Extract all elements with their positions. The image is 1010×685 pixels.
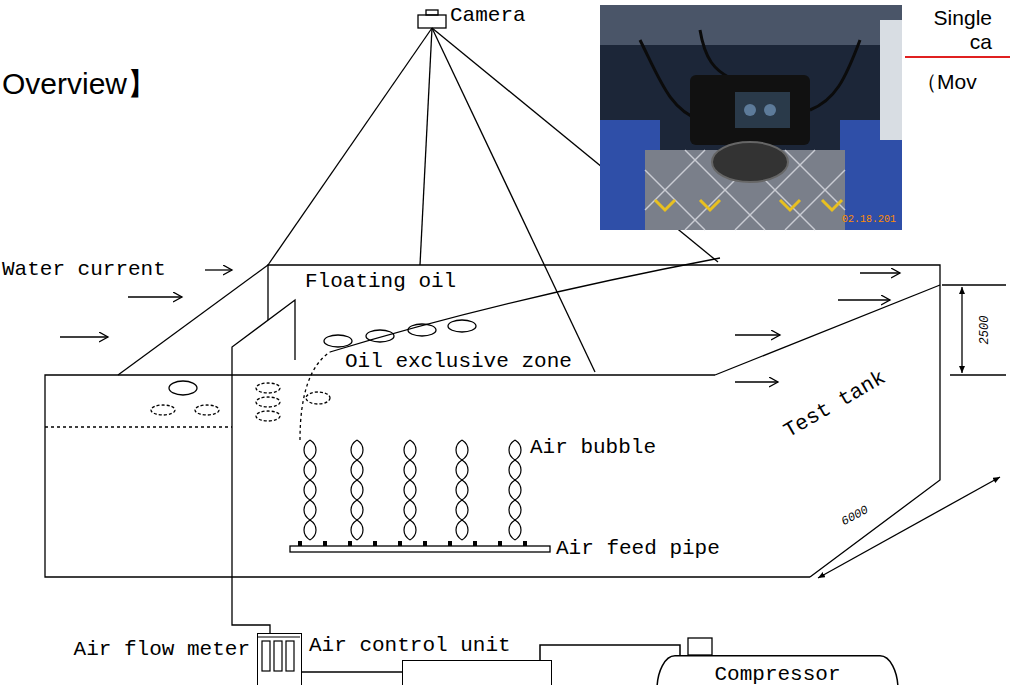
submerged-oil-drop bbox=[195, 405, 219, 415]
oil-label: Floating oil bbox=[305, 272, 456, 292]
current-arrow bbox=[735, 381, 778, 382]
node-label: Compressor bbox=[657, 665, 898, 685]
air-nozzles bbox=[298, 541, 527, 546]
water-surface bbox=[45, 426, 232, 427]
flow-meter-tube bbox=[262, 641, 270, 671]
camera-symbol bbox=[418, 15, 446, 28]
zone-label: Oil exclusive zone bbox=[345, 352, 572, 372]
tank-edge bbox=[118, 265, 268, 375]
partition-wall bbox=[232, 300, 295, 633]
photo-camera-dial bbox=[764, 104, 776, 116]
compressor-valve bbox=[688, 638, 712, 655]
current-arrow bbox=[205, 269, 232, 270]
air-feed-pipe bbox=[290, 546, 550, 552]
photo-ground bbox=[600, 5, 902, 230]
camera-photo bbox=[600, 5, 902, 230]
submerged-oil-drop bbox=[256, 411, 280, 421]
flow-meter-header bbox=[258, 636, 300, 637]
nozzle bbox=[298, 541, 302, 546]
nozzle bbox=[523, 541, 527, 546]
pipe-label: Air feed pipe bbox=[556, 539, 720, 559]
current-arrow bbox=[60, 336, 108, 337]
nozzle bbox=[498, 541, 502, 546]
submerged-oil-drop bbox=[256, 383, 280, 393]
dimension-tick bbox=[942, 284, 1006, 285]
control-unit-box: Air control unit bbox=[402, 660, 552, 685]
nozzle bbox=[473, 541, 477, 546]
photo-camera-screen bbox=[735, 92, 790, 128]
current-arrow bbox=[838, 299, 890, 300]
nozzle bbox=[348, 541, 352, 546]
compressor-tank: Compressor bbox=[657, 655, 898, 685]
heading-rule bbox=[905, 56, 1010, 58]
flow-meter-tube bbox=[274, 641, 282, 671]
nozzle bbox=[373, 541, 377, 546]
camera-view-line bbox=[268, 28, 432, 265]
tank-front-face bbox=[45, 375, 810, 577]
flow-meter-tube bbox=[286, 641, 294, 671]
submerged-oil-drop bbox=[306, 392, 330, 404]
photo-camera-body bbox=[690, 75, 810, 145]
tank-side-face bbox=[810, 285, 940, 577]
current-arrow bbox=[128, 296, 182, 297]
oil-drop bbox=[324, 335, 352, 347]
bubble-label: Air bubble bbox=[530, 438, 656, 458]
photo-caption: （Mov bbox=[916, 70, 977, 94]
node-label: Air control unit bbox=[309, 636, 511, 656]
oil-zone-boundary bbox=[300, 352, 330, 440]
dimension-line bbox=[961, 287, 962, 373]
air-bubble-column bbox=[351, 440, 363, 540]
tank-edge bbox=[715, 285, 940, 375]
nozzle bbox=[398, 541, 402, 546]
nozzle bbox=[323, 541, 327, 546]
photo-timestamp: 02.18.201 bbox=[842, 214, 896, 226]
camera-view-line bbox=[420, 28, 432, 265]
flow-label: Water current bbox=[2, 260, 166, 280]
node-label: Air flow meter bbox=[74, 640, 250, 660]
connector-line bbox=[302, 671, 402, 673]
photo-floor-marks bbox=[655, 200, 842, 210]
flow-meter-box: Air flow meter bbox=[257, 633, 302, 685]
submerged-oil-drop bbox=[256, 397, 280, 407]
flow-meter-tubes bbox=[258, 634, 300, 685]
dimension-label: 2500 bbox=[978, 316, 992, 345]
oil-drop bbox=[366, 330, 394, 342]
air-bubble-column bbox=[509, 440, 521, 540]
air-bubble-column bbox=[304, 440, 316, 540]
submerged-oil-drop bbox=[151, 405, 175, 415]
page-heading: Overview】 bbox=[2, 66, 157, 102]
air-bubble-column bbox=[404, 440, 416, 540]
photo-camera-lens bbox=[712, 142, 788, 182]
photo-caption: Single ca bbox=[922, 6, 992, 54]
nozzle bbox=[448, 541, 452, 546]
dimension-line bbox=[818, 477, 1000, 578]
camera-symbol bbox=[426, 10, 438, 15]
photo-rig bbox=[600, 5, 902, 45]
oil-drop bbox=[169, 381, 197, 395]
compressor-outline bbox=[657, 656, 898, 685]
camera-label: Camera bbox=[450, 6, 526, 26]
dimension-tick bbox=[950, 374, 1006, 375]
oil-drop bbox=[408, 324, 436, 336]
current-arrow bbox=[735, 334, 780, 335]
tank-label: Test tank bbox=[781, 368, 889, 442]
oil-drop bbox=[448, 320, 476, 332]
current-arrow bbox=[860, 272, 900, 273]
camera-view-line bbox=[432, 28, 595, 372]
photo-cabinet bbox=[880, 20, 902, 140]
dimension-label: 6000 bbox=[839, 503, 871, 529]
nozzle bbox=[423, 541, 427, 546]
tank-frame bbox=[268, 265, 940, 320]
connector-line bbox=[540, 645, 680, 660]
air-bubble-column bbox=[456, 440, 468, 540]
photo-camera-dial bbox=[744, 104, 756, 116]
